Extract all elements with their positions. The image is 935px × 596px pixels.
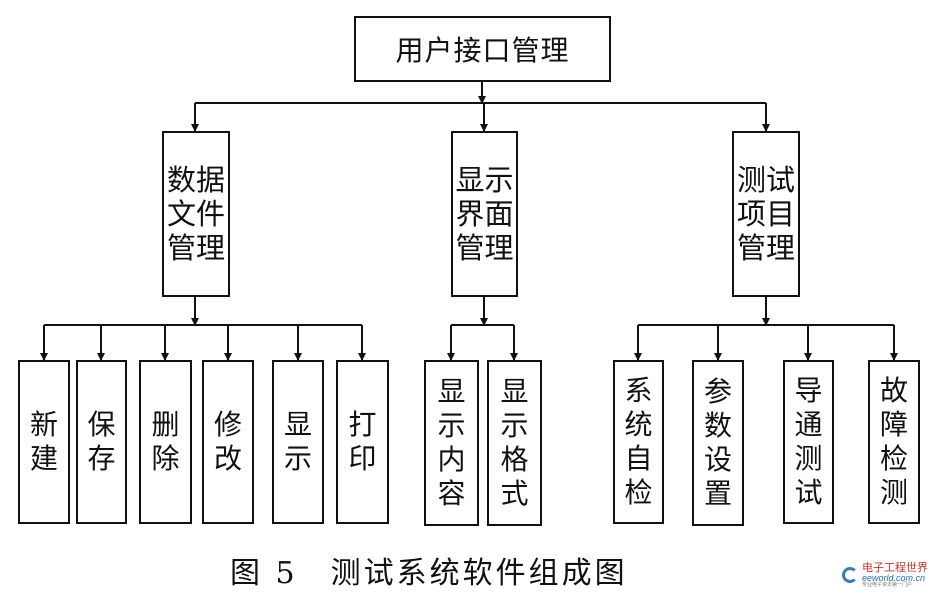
leaf-label-display: 显示 [283, 408, 312, 475]
leaf-label-continuity-test: 导通测试 [794, 374, 823, 509]
module-box-test-items: 测试项目管理 [732, 131, 800, 297]
leaf-label-save: 保存 [87, 408, 116, 475]
module-label-data-files: 数据文件管理 [166, 163, 225, 265]
leaf-box-continuity-test: 导通测试 [783, 360, 834, 524]
leaf-box-fault-detection: 故障检测 [868, 360, 920, 524]
leaf-label-display-format: 显示格式 [500, 375, 529, 510]
leaf-box-save: 保存 [76, 360, 127, 524]
watermark-sub: 专业电子资讯第一门户 [862, 581, 913, 588]
leaf-label-display-content: 显示内容 [437, 375, 466, 510]
leaf-box-parameter-settings: 参数设置 [692, 360, 744, 526]
module-label-display-ui: 显示界面管理 [455, 163, 514, 265]
root-label: 用户接口管理 [395, 34, 570, 67]
leaf-label-new: 新建 [29, 408, 58, 475]
leaf-box-new: 新建 [18, 360, 70, 524]
leaf-box-display-content: 显示内容 [424, 360, 479, 526]
leaf-label-modify: 修改 [213, 408, 242, 475]
leaf-label-delete: 删除 [151, 408, 180, 475]
root-box: 用户接口管理 [354, 16, 611, 82]
module-box-data-files: 数据文件管理 [162, 131, 230, 297]
site-watermark: 电子工程世界 eeworld.com.cn 专业电子资讯第一门户 [842, 558, 932, 592]
leaf-label-fault-detection: 故障检测 [879, 374, 908, 509]
figure-caption: 图 5 测试系统软件组成图 [230, 556, 628, 591]
leaf-label-self-test: 系统自检 [624, 374, 653, 509]
watermark-cn: 电子工程世界 [862, 561, 928, 574]
leaf-box-self-test: 系统自检 [613, 360, 664, 524]
module-label-test-items: 测试项目管理 [736, 163, 795, 265]
leaf-label-parameter-settings: 参数设置 [703, 375, 732, 510]
leaf-label-print: 打印 [348, 408, 377, 475]
module-box-display-ui: 显示界面管理 [451, 131, 518, 297]
leaf-box-display-format: 显示格式 [487, 360, 542, 526]
eeworld-logo-icon [842, 567, 858, 583]
leaf-box-delete: 删除 [139, 360, 192, 524]
leaf-box-print: 打印 [336, 360, 389, 524]
leaf-box-modify: 修改 [202, 360, 254, 524]
leaf-box-display: 显示 [272, 360, 324, 524]
watermark-en: eeworld.com.cn [862, 572, 926, 583]
watermark-text: 电子工程世界 eeworld.com.cn 专业电子资讯第一门户 [862, 561, 928, 588]
